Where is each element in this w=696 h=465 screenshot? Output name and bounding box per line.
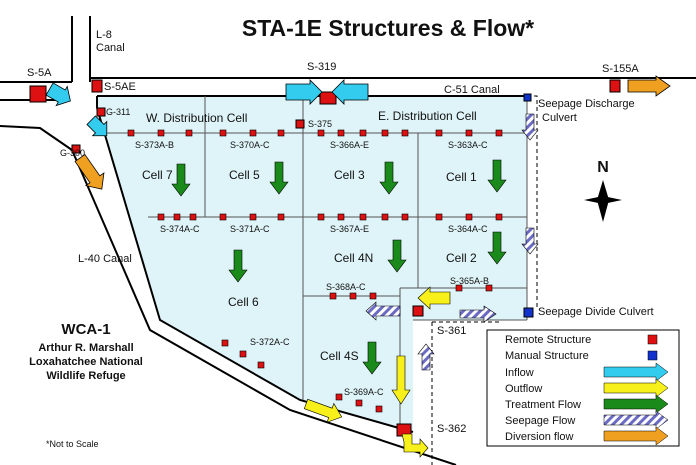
label-s369: S-369A-C	[344, 387, 384, 397]
legend-inflow-arrow	[603, 362, 669, 382]
canal-label-c51: C-51 Canal	[444, 84, 500, 96]
canal-label-l8-b: Canal	[96, 42, 125, 54]
label-s5ae: S-5AE	[104, 81, 136, 93]
manual-structures	[523, 93, 534, 318]
label-s373: S-373A-B	[135, 140, 174, 150]
cell-6: Cell 6	[228, 295, 259, 309]
label-s319: S-319	[307, 61, 336, 73]
legend-remote-swatch	[647, 334, 658, 345]
label-s5a: S-5A	[27, 67, 52, 79]
label-s361: S-361	[437, 325, 466, 337]
cell-w-distribution: W. Distribution Cell	[146, 111, 247, 125]
label-s375: S-375	[308, 119, 332, 129]
label-seepage-discharge-2: Culvert	[542, 112, 577, 124]
cell-2: Cell 2	[446, 251, 477, 265]
cell-4s: Cell 4S	[320, 349, 359, 363]
wca-title: WCA-1	[61, 321, 110, 338]
treatment-flow-arrows	[171, 159, 507, 375]
cell-3: Cell 3	[334, 168, 365, 182]
label-s365: S-365A-B	[450, 276, 489, 286]
legend: Remote Structure Manual Structure Inflow…	[486, 329, 680, 447]
label-s368: S-368A-C	[326, 282, 366, 292]
label-s364: S-364A-C	[448, 224, 488, 234]
label-s370: S-370A-C	[230, 140, 270, 150]
inflow-arrows	[45, 75, 671, 137]
label-s371: S-371A-C	[230, 224, 270, 234]
canal-label-l40: L-40 Canal	[78, 253, 132, 265]
cell-1: Cell 1	[446, 170, 477, 184]
legend-manual-label: Manual Structure	[505, 350, 589, 362]
label-g300: G-300	[60, 148, 85, 158]
pump-structures	[29, 79, 621, 437]
label-s363: S-363A-C	[448, 140, 488, 150]
label-seepage-discharge: Seepage Discharge	[538, 98, 635, 110]
levee-structures	[127, 129, 503, 413]
label-s374: S-374A-C	[160, 224, 200, 234]
legend-seepage-label: Seepage Flow	[505, 415, 575, 427]
compass-icon: N	[584, 159, 622, 222]
legend-outflow-label: Outflow	[505, 383, 542, 395]
label-seepage-divide: Seepage Divide Culvert	[538, 306, 654, 318]
legend-inflow-label: Inflow	[505, 367, 534, 379]
cell-5: Cell 5	[229, 168, 260, 182]
legend-remote-label: Remote Structure	[505, 334, 591, 346]
legend-treatment-arrow	[603, 394, 669, 414]
label-s362: S-362	[437, 423, 466, 435]
outflow-arrows	[303, 286, 451, 458]
legend-diversion-arrow	[603, 426, 669, 446]
cell-4n: Cell 4N	[334, 251, 373, 265]
legend-diversion-label: Diversion flow	[505, 431, 574, 443]
label-g311: G-311	[106, 107, 130, 117]
canal-label-l8: L-8	[96, 29, 112, 41]
label-s155a: S-155A	[602, 63, 639, 75]
cell-7: Cell 7	[142, 168, 173, 182]
legend-seepage-arrow	[603, 410, 669, 430]
wca-line2: Loxahatchee National	[29, 356, 143, 368]
diversion-arrow-g300	[74, 154, 105, 190]
wca-line1: Arthur R. Marshall	[38, 342, 133, 354]
compass-north: N	[597, 159, 609, 176]
not-to-scale-note: *Not to Scale	[46, 439, 99, 449]
page-title: STA-1E Structures & Flow*	[242, 15, 534, 41]
legend-manual-swatch	[647, 350, 658, 361]
wca-line3: Wildlife Refuge	[46, 370, 125, 382]
cell-e-distribution: E. Distribution Cell	[378, 109, 477, 123]
label-s367: S-367A-E	[330, 224, 369, 234]
legend-treatment-label: Treatment Flow	[505, 399, 581, 411]
label-s372: S-372A-C	[250, 337, 290, 347]
seepage-flow-arrows	[365, 113, 539, 371]
legend-outflow-arrow	[603, 378, 669, 398]
label-s366: S-366A-E	[330, 140, 369, 150]
